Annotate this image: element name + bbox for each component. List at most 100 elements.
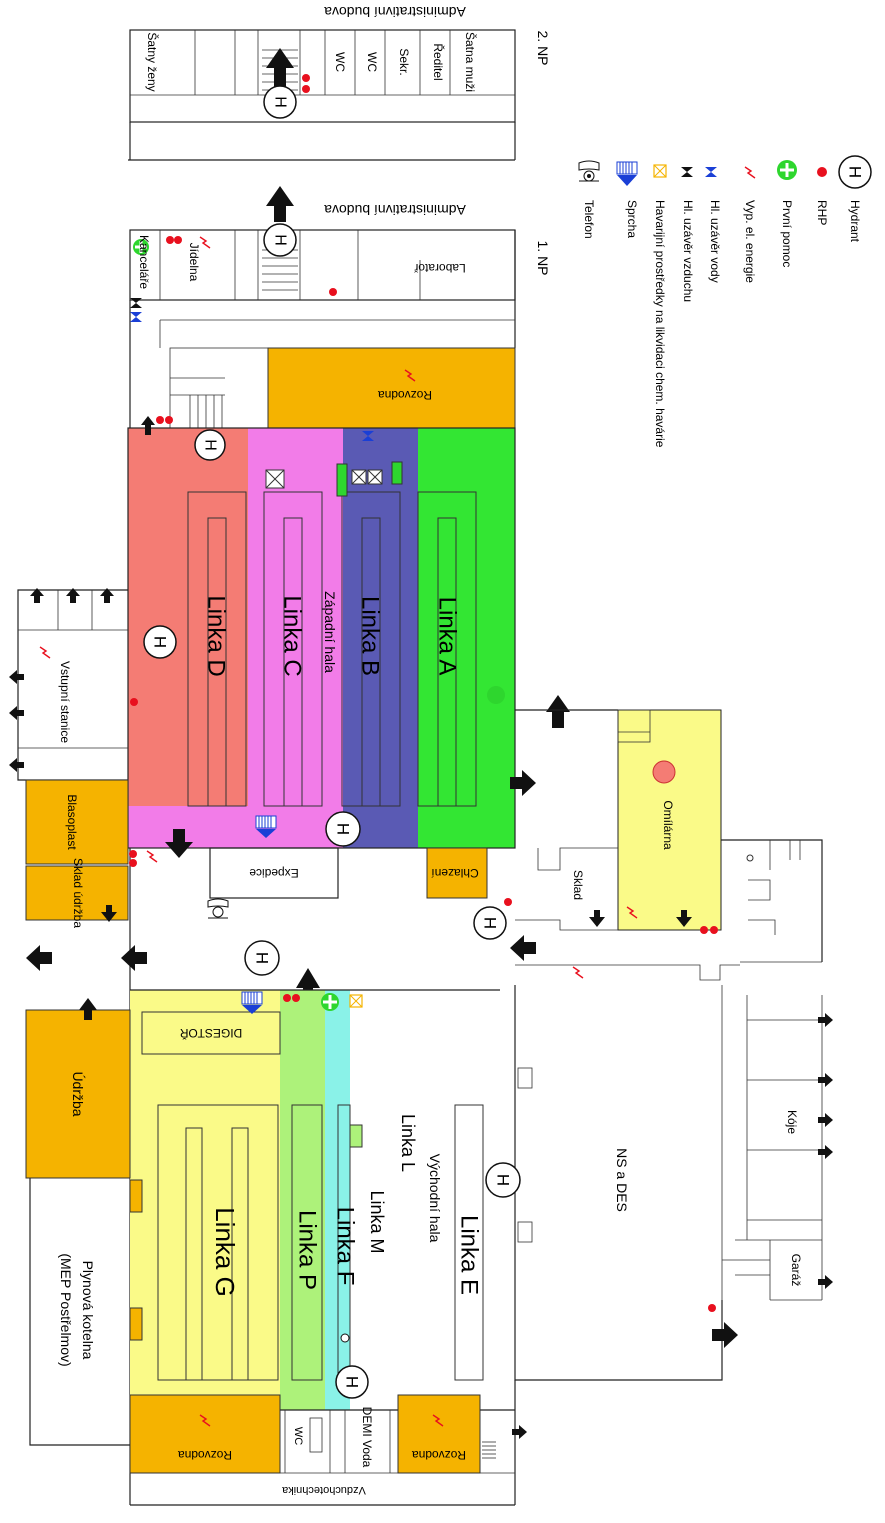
room-label: Rozvodna xyxy=(412,1448,466,1462)
power-switch-icon xyxy=(744,166,756,179)
hydrant-icon xyxy=(263,223,297,257)
telephone-icon xyxy=(207,898,229,919)
line-label: Linka D xyxy=(203,595,230,676)
rhp-icon xyxy=(165,416,173,424)
floor-label: 2. NP xyxy=(535,30,551,65)
rhp-icon xyxy=(817,167,827,177)
hydrant-icon xyxy=(838,155,872,189)
svg-text:H: H xyxy=(253,952,272,964)
hydrant-icon xyxy=(263,85,297,119)
exit-arrow xyxy=(26,945,52,971)
rhp-icon xyxy=(174,236,182,244)
legend-label-shower: Sprcha xyxy=(625,200,639,238)
line-label: Linka E xyxy=(456,1215,483,1295)
telephone-icon xyxy=(578,160,600,182)
hydrant-icon xyxy=(485,1162,521,1198)
room-label: Sekr. xyxy=(397,48,411,75)
rhp-icon xyxy=(710,926,718,934)
floor-label: 1. NP xyxy=(535,240,551,275)
water-valve-icon xyxy=(362,431,374,441)
air-valve-icon xyxy=(681,167,693,177)
room-label: Laboratoř xyxy=(413,261,465,275)
line-label: Linka F xyxy=(332,1207,359,1286)
room-label: NS a DES xyxy=(614,1148,630,1212)
hall-title: Západní hala xyxy=(322,591,338,673)
exit-arrow xyxy=(546,695,570,728)
room-label: Sklad xyxy=(571,870,585,900)
hydrant-icon xyxy=(143,625,177,659)
chemical-kit-icon xyxy=(265,469,285,489)
chemical-kit-icon xyxy=(653,164,667,178)
room-label: Blasoplast xyxy=(65,794,79,850)
room-label: Plynová kotelna xyxy=(80,1261,96,1360)
shower-icon xyxy=(255,815,277,838)
rhp-icon xyxy=(504,898,512,906)
rhp-icon xyxy=(292,994,300,1002)
chemical-kit-icon xyxy=(351,469,383,485)
room-label: Omílárna xyxy=(661,800,675,850)
hydrant-icon xyxy=(325,811,361,847)
room-label: WC xyxy=(292,1427,304,1445)
svg-text:H: H xyxy=(481,917,500,929)
exit-arrow xyxy=(712,1322,738,1348)
room-label: Ředitel xyxy=(431,43,446,80)
rhp-icon xyxy=(166,236,174,244)
line-label: Linka M xyxy=(367,1190,387,1253)
hydrant-icon xyxy=(244,940,280,976)
east-hall: DIGESTOŘ Linka G Linka P Linka F Linka M… xyxy=(25,989,527,1506)
line-label: Linka P xyxy=(294,1210,321,1290)
rhp-icon xyxy=(329,288,337,296)
legend-label-phone: Telefon xyxy=(582,200,596,239)
west-hall: Linka D Linka C Západní hala Linka B Lin… xyxy=(127,416,516,849)
exit-arrow xyxy=(266,186,294,222)
room-label: Expedice xyxy=(249,866,299,880)
rhp-icon xyxy=(708,1304,716,1312)
building-label: Administrativní budova xyxy=(324,202,466,218)
line-label: Linka C xyxy=(279,595,306,676)
legend-label-air: Hl. uzávěr vzduchu xyxy=(681,200,695,302)
room-label: Vzduchotechnika xyxy=(281,1484,366,1496)
room-label: Kóje xyxy=(785,1110,799,1134)
rhp-icon xyxy=(283,994,291,1002)
room-label: Sklad údržba xyxy=(71,858,85,928)
rhp-icon xyxy=(129,859,137,867)
room-label: (MEP Postřelmov) xyxy=(58,1253,74,1366)
room-label: Vstupní stanice xyxy=(58,661,72,743)
legend: H Hydrant RHP První pomoc Vyp. el. energ… xyxy=(578,155,872,448)
room-label: Garáž xyxy=(789,1254,803,1287)
line-label: Linka A xyxy=(434,597,461,676)
shower-icon xyxy=(241,991,263,1014)
floor-1-admin: H Kanceláře Jídelna Laboratoř Administra… xyxy=(129,186,551,1505)
water-valve-icon xyxy=(705,167,717,177)
legend-label-first-aid: První pomoc xyxy=(780,200,794,267)
first-aid-icon xyxy=(487,686,505,704)
exit-arrow xyxy=(121,945,147,971)
rhp-icon xyxy=(700,926,708,934)
room-label: DIGESTOŘ xyxy=(179,1026,242,1041)
air-valve-icon xyxy=(130,298,142,308)
room-label: Údržba xyxy=(70,1071,86,1116)
legend-label-chem: Havarijní prostředky na likvidaci chem. … xyxy=(653,200,667,448)
hydrant-icon xyxy=(473,906,507,940)
hydrant-icon xyxy=(335,1365,369,1399)
svg-text:H: H xyxy=(343,1376,362,1388)
svg-text:H: H xyxy=(272,234,289,246)
room-label: Rozvodna xyxy=(378,388,432,402)
west-annex: Vstupní stanice Blasoplast Sklad údržba xyxy=(9,588,193,971)
room-label: Šatna muži xyxy=(463,32,478,92)
floor-2-plan: H Šatny ženy WC WC Sekr. Ředitel Šatna m… xyxy=(128,4,551,161)
power-switch-icon xyxy=(146,850,158,863)
svg-text:H: H xyxy=(272,96,289,108)
rhp-icon xyxy=(130,698,138,706)
room-label: Rozvodna xyxy=(178,1448,232,1462)
rhp-icon xyxy=(302,74,310,82)
legend-label-water: Hl. uzávěr vody xyxy=(708,200,722,283)
central-block: Expedice Chlazení H H xyxy=(207,695,570,1005)
exit-arrow xyxy=(165,829,193,858)
shower-icon xyxy=(616,161,638,186)
room-label: Chlazení xyxy=(431,866,479,880)
rhp-icon xyxy=(156,416,164,424)
hydrant-icon xyxy=(194,429,226,461)
exit-arrow xyxy=(296,968,320,1005)
